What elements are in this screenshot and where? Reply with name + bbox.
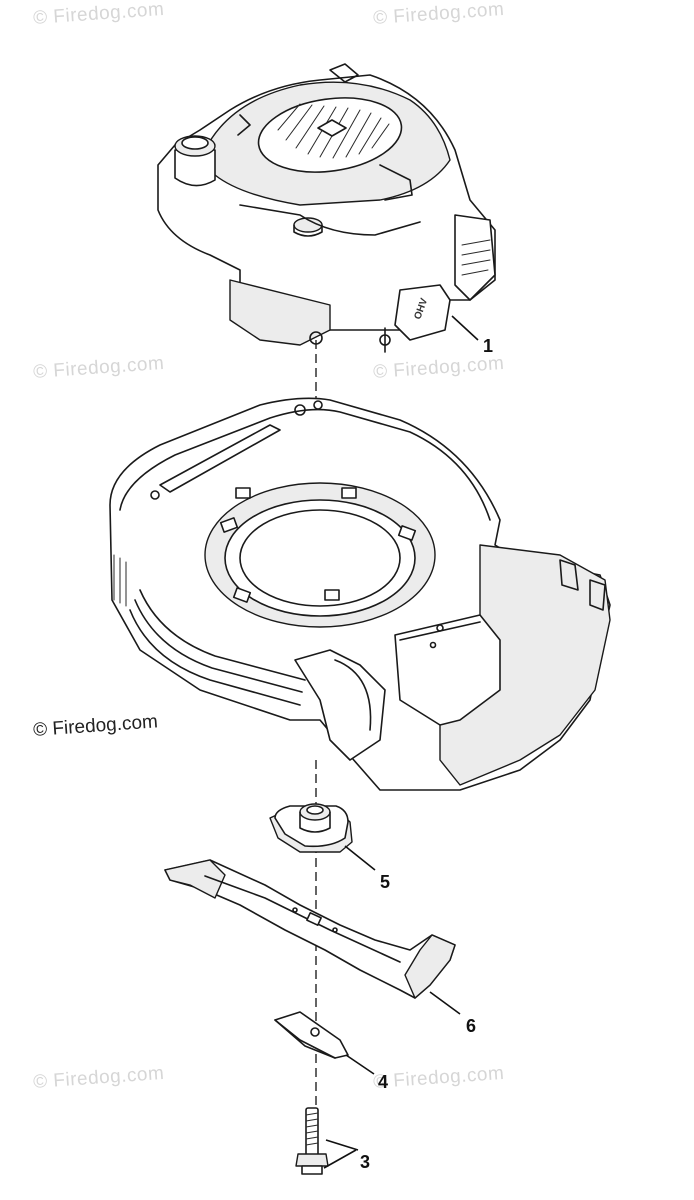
callout-leader-3b — [325, 1139, 359, 1151]
blade-plate-part — [274, 1011, 349, 1059]
callout-leader-1 — [451, 315, 479, 341]
callout-3: 3 — [360, 1152, 370, 1172]
blade-adapter-part — [269, 803, 353, 853]
callout-leader-3 — [323, 1149, 357, 1169]
callout-1: 1 — [483, 336, 493, 356]
blade-part — [164, 859, 456, 999]
callout-4: 4 — [378, 1072, 388, 1092]
blade-bolt-part — [295, 1107, 329, 1175]
mower-deck-part — [109, 397, 611, 791]
callout-leader-5 — [344, 845, 376, 871]
callout-6: 6 — [466, 1016, 476, 1036]
callout-5: 5 — [380, 872, 390, 892]
callout-leader-6 — [429, 991, 461, 1015]
callout-leader-4 — [345, 1054, 375, 1075]
engine-part: OHV — [157, 63, 496, 353]
